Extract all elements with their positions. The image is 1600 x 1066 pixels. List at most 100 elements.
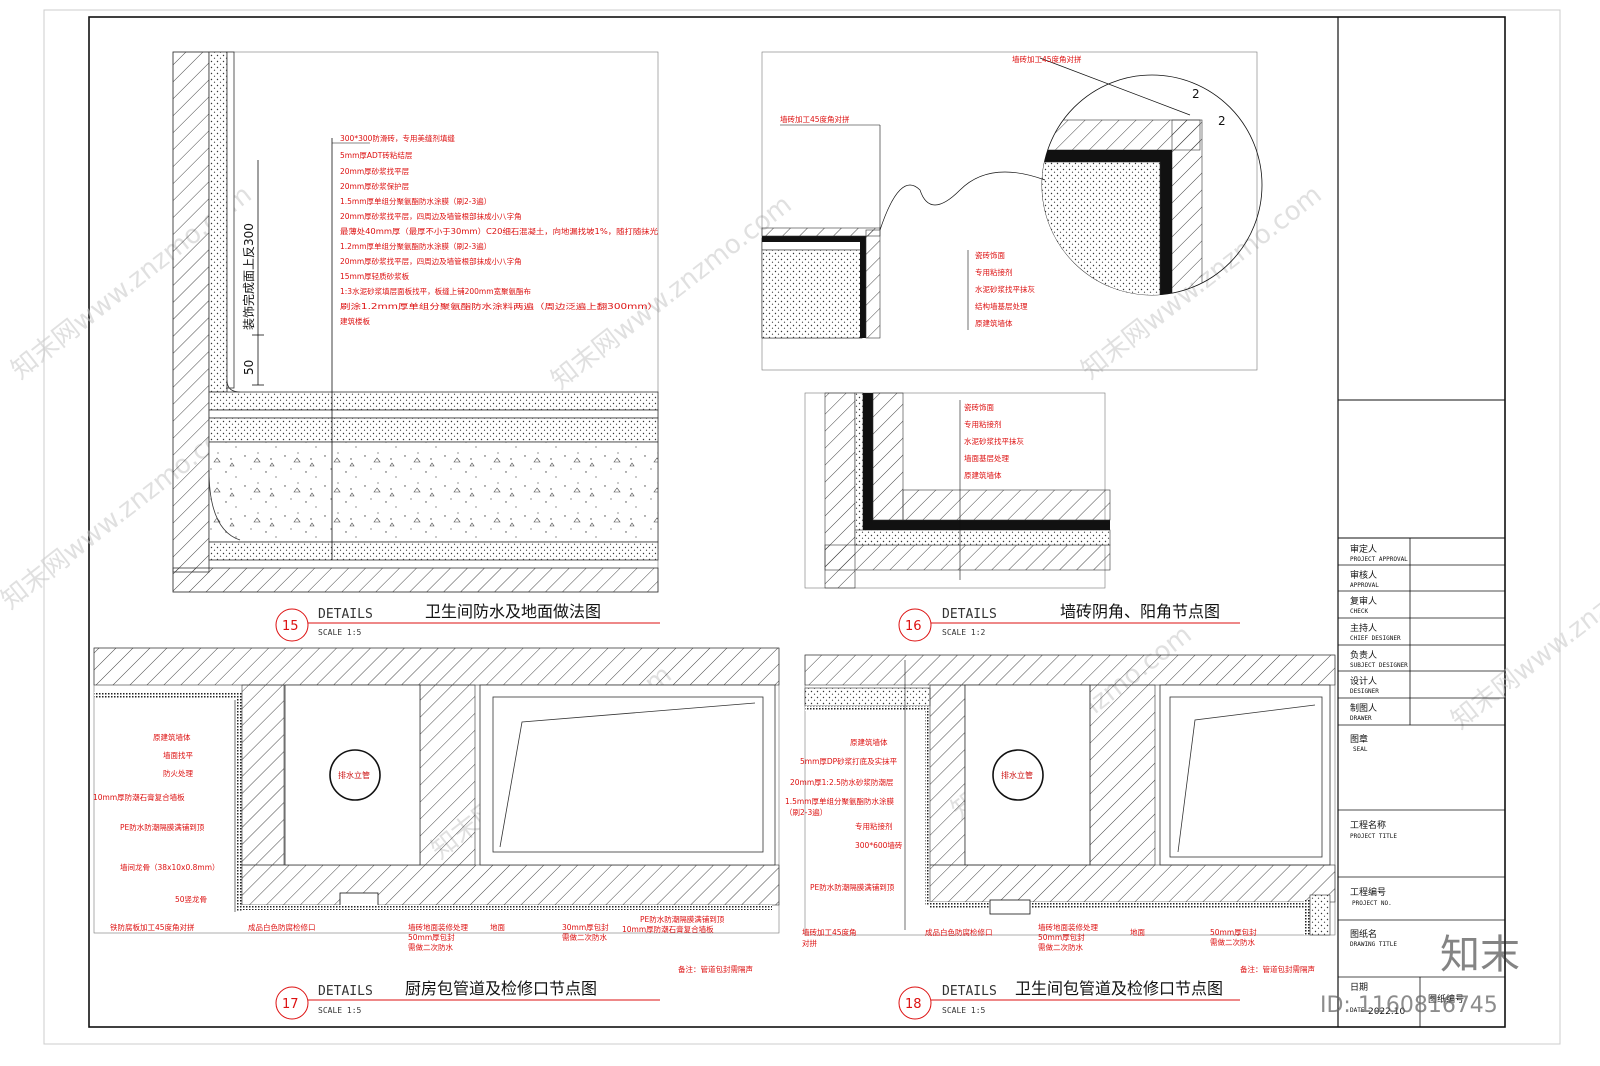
note-text: 1:3水泥砂浆填层面板找平，板缝上铺200mm宽聚氨酯布 [340, 286, 531, 296]
note-text: 原建筑墙体 [850, 737, 888, 747]
d16-lower-notes: 瓷砖饰面 专用粘接剂 水泥砂浆找平抹灰 墙面基层处理 原建筑墙体 [964, 402, 1024, 480]
detail-title: 厨房包管道及检修口节点图 [405, 979, 597, 998]
details-word: DETAILS [318, 984, 373, 999]
detail-title: 卫生间防水及地面做法图 [425, 602, 601, 621]
note-text: 原建筑墙体 [964, 470, 1002, 480]
paper-border [43, 9, 1561, 1045]
note-text: PE防水防潮隔膜满铺到顶 [810, 882, 895, 892]
note-text: 墙砖加工45度角对拼 [1012, 54, 1082, 64]
note-text: 20mm厚砂浆保护层 [340, 181, 410, 191]
note-text: 专用粘接剂 [975, 267, 1013, 277]
note-text: 刷涂1.2mm厚单组分聚氨酯防水涂料两遍（周边泛遍上翻300mm） [340, 301, 658, 311]
watermark-text: 知末网www.znzmo.com [1446, 530, 1600, 736]
tb-sub: DESIGNER [1350, 688, 1379, 695]
d18-left-notes: 原建筑墙体 5mm厚DP砂浆打底及实抹平 20mm厚1:2.5防水砂浆防潮层 1… [785, 737, 903, 948]
note-text: 原建筑墙体 [975, 318, 1013, 328]
tb-sub: DRAWING TITLE [1350, 941, 1397, 948]
tb-sub: APPROVAL [1350, 582, 1379, 589]
note-text: 50mm厚包封 [408, 932, 455, 942]
detail-16-outside-corner: 墙砖加工45度角对拼 墙砖加工45度角对拼 2 2 瓷砖饰面 专用粘接剂 水泥砂… [761, 51, 1263, 371]
d15-notes: 300*300防滑砖，专用美缝剂填缝 5mm厚ADT砖粘结层 20mm厚砂浆找平… [332, 133, 659, 326]
note-text: 20mm厚砂浆找平层，四周边及墙管根部抹成小八字角 [340, 256, 522, 266]
detail-number-circle [898, 986, 932, 1020]
detail-18: 排水立管 原建筑墙体 5mm厚DP砂浆打底及实抹平 20mm厚1:2.5防水砂浆… [785, 654, 1336, 1020]
detail-number: 15 [282, 619, 299, 634]
note-text: 水泥砂浆找平抹灰 [975, 284, 1035, 294]
dimension-label: 2 [1192, 87, 1200, 101]
tb-sub: SUBJECT DESIGNER [1350, 662, 1408, 669]
note-text: 20mm厚砂浆找平层，四周边及墙管根部抹成小八字角 [340, 211, 522, 221]
d17-bottom-notes: 成品白色防腐检修口 墙砖地面装修处理 50mm厚包封 需做二次防水 地面 30m… [248, 914, 725, 952]
note-text: PE防水防潮隔膜满铺到顶 [120, 822, 205, 832]
note-text: 50竖龙骨 [175, 894, 207, 904]
tb-sub: DRAWER [1350, 715, 1372, 722]
dimension-label: 装饰完成面上反300 [241, 223, 256, 330]
tb-sub: SEAL [1353, 746, 1368, 753]
note-text: 10mm厚防潮石膏复合墙板 [622, 924, 714, 934]
note-text: 墙面找平 [163, 750, 193, 760]
note-text: 需做二次防水 [1038, 942, 1083, 952]
watermark-text: 知末网www.znzmo.com [546, 190, 798, 396]
tb-sub: PROJECT TITLE [1350, 833, 1397, 840]
tb-sub: DATE [1350, 1007, 1365, 1014]
note-text: 瓷砖饰面 [964, 402, 994, 412]
note-text: 专用粘接剂 [855, 821, 893, 831]
tb-label: 图纸名 [1350, 928, 1377, 940]
note-text: 墙间龙骨（38x10x0.8mm） [120, 862, 220, 872]
d16-upper-notes: 瓷砖饰面 专用粘接剂 水泥砂浆找平抹灰 结构墙基层处理 原建筑墙体 [975, 250, 1035, 328]
note-text: 铁防腐板加工45度角对拼 [110, 922, 195, 932]
d18-bottom-notes: 成品白色防腐检修口 墙砖地面装修处理 50mm厚包封 需做二次防水 地面 50m… [925, 922, 1257, 952]
detail-number: 16 [905, 619, 922, 634]
drawing-frame [88, 16, 1506, 1028]
detail-number-circle [275, 986, 309, 1020]
scale-label: SCALE 1:5 [318, 628, 362, 637]
note-text: 成品白色防腐检修口 [248, 922, 316, 932]
note-text: 防火处理 [163, 768, 193, 778]
note-text: 墙砖加工45度角 [802, 927, 857, 937]
tb-label: 审核人 [1350, 569, 1377, 581]
tb-label: 负责人 [1350, 649, 1377, 661]
detail-number-circle [275, 608, 309, 642]
note-text: 专用粘接剂 [964, 419, 1002, 429]
note-text: 5mm厚DP砂浆打底及实抹平 [800, 756, 898, 766]
detail-16-inside-corner: 瓷砖饰面 专用粘接剂 水泥砂浆找平抹灰 墙面基层处理 原建筑墙体 16 DETA… [804, 392, 1240, 642]
brand-logo: 知末 [1440, 932, 1520, 978]
tb-label: 工程编号 [1350, 886, 1386, 898]
note-text: 墙砖加工45度角对拼 [780, 114, 850, 124]
scale-label: SCALE 1:5 [942, 1006, 986, 1015]
note-text: 墙砖地面装修处理 [408, 922, 468, 932]
note-text: 建筑楼板 [340, 316, 370, 326]
title-block: 审定人 PROJECT APPROVAL 审核人 APPROVAL 复审人 CH… [1338, 399, 1505, 1027]
dimension-label: 50 [242, 360, 256, 375]
detail-number: 18 [905, 997, 922, 1012]
note-text: 1.5mm厚单组分聚氨酯防水涂膜 [785, 796, 895, 806]
note-text: 结构墙基层处理 [975, 301, 1028, 311]
tb-label: 设计人 [1350, 675, 1377, 687]
detail-number-circle [898, 608, 932, 642]
brand-id: ID: 1160816745 [1320, 993, 1498, 1018]
details-word: DETAILS [318, 607, 373, 622]
note-text: 15mm厚轻质砂浆板 [340, 271, 410, 281]
note-text: 30mm厚包封 [562, 922, 609, 932]
note-text: 瓷砖饰面 [975, 250, 1005, 260]
tb-label: 工程名称 [1350, 819, 1386, 831]
note-text: 墙面基层处理 [964, 453, 1009, 463]
note-text: 地面 [490, 922, 505, 932]
pipe-label: 排水立管 [1001, 770, 1033, 780]
note-text: 5mm厚ADT砖粘结层 [340, 150, 413, 160]
details-word: DETAILS [942, 607, 997, 622]
remark-text: 备注：管道包封需隔声 [1240, 964, 1315, 974]
tb-label: 主持人 [1350, 622, 1377, 634]
note-text: 1.2mm厚单组分聚氨酯防水涂膜（刷2-3遍） [340, 241, 491, 251]
detail-title: 墙砖阴角、阳角节点图 [1060, 602, 1220, 621]
tb-label: 制图人 [1350, 702, 1377, 714]
note-text: 对拼 [802, 938, 817, 948]
note-text: 300*600墙砖 [855, 840, 903, 850]
remark-text: 备注：管道包封需隔声 [678, 964, 753, 974]
note-text: 50mm厚包封 [1210, 927, 1257, 937]
detail-title: 卫生间包管道及检修口节点图 [1015, 979, 1223, 998]
dimension-label: 2 [1218, 114, 1226, 128]
scale-label: SCALE 1:5 [318, 1006, 362, 1015]
note-text: （刷2-3遍） [785, 807, 827, 817]
